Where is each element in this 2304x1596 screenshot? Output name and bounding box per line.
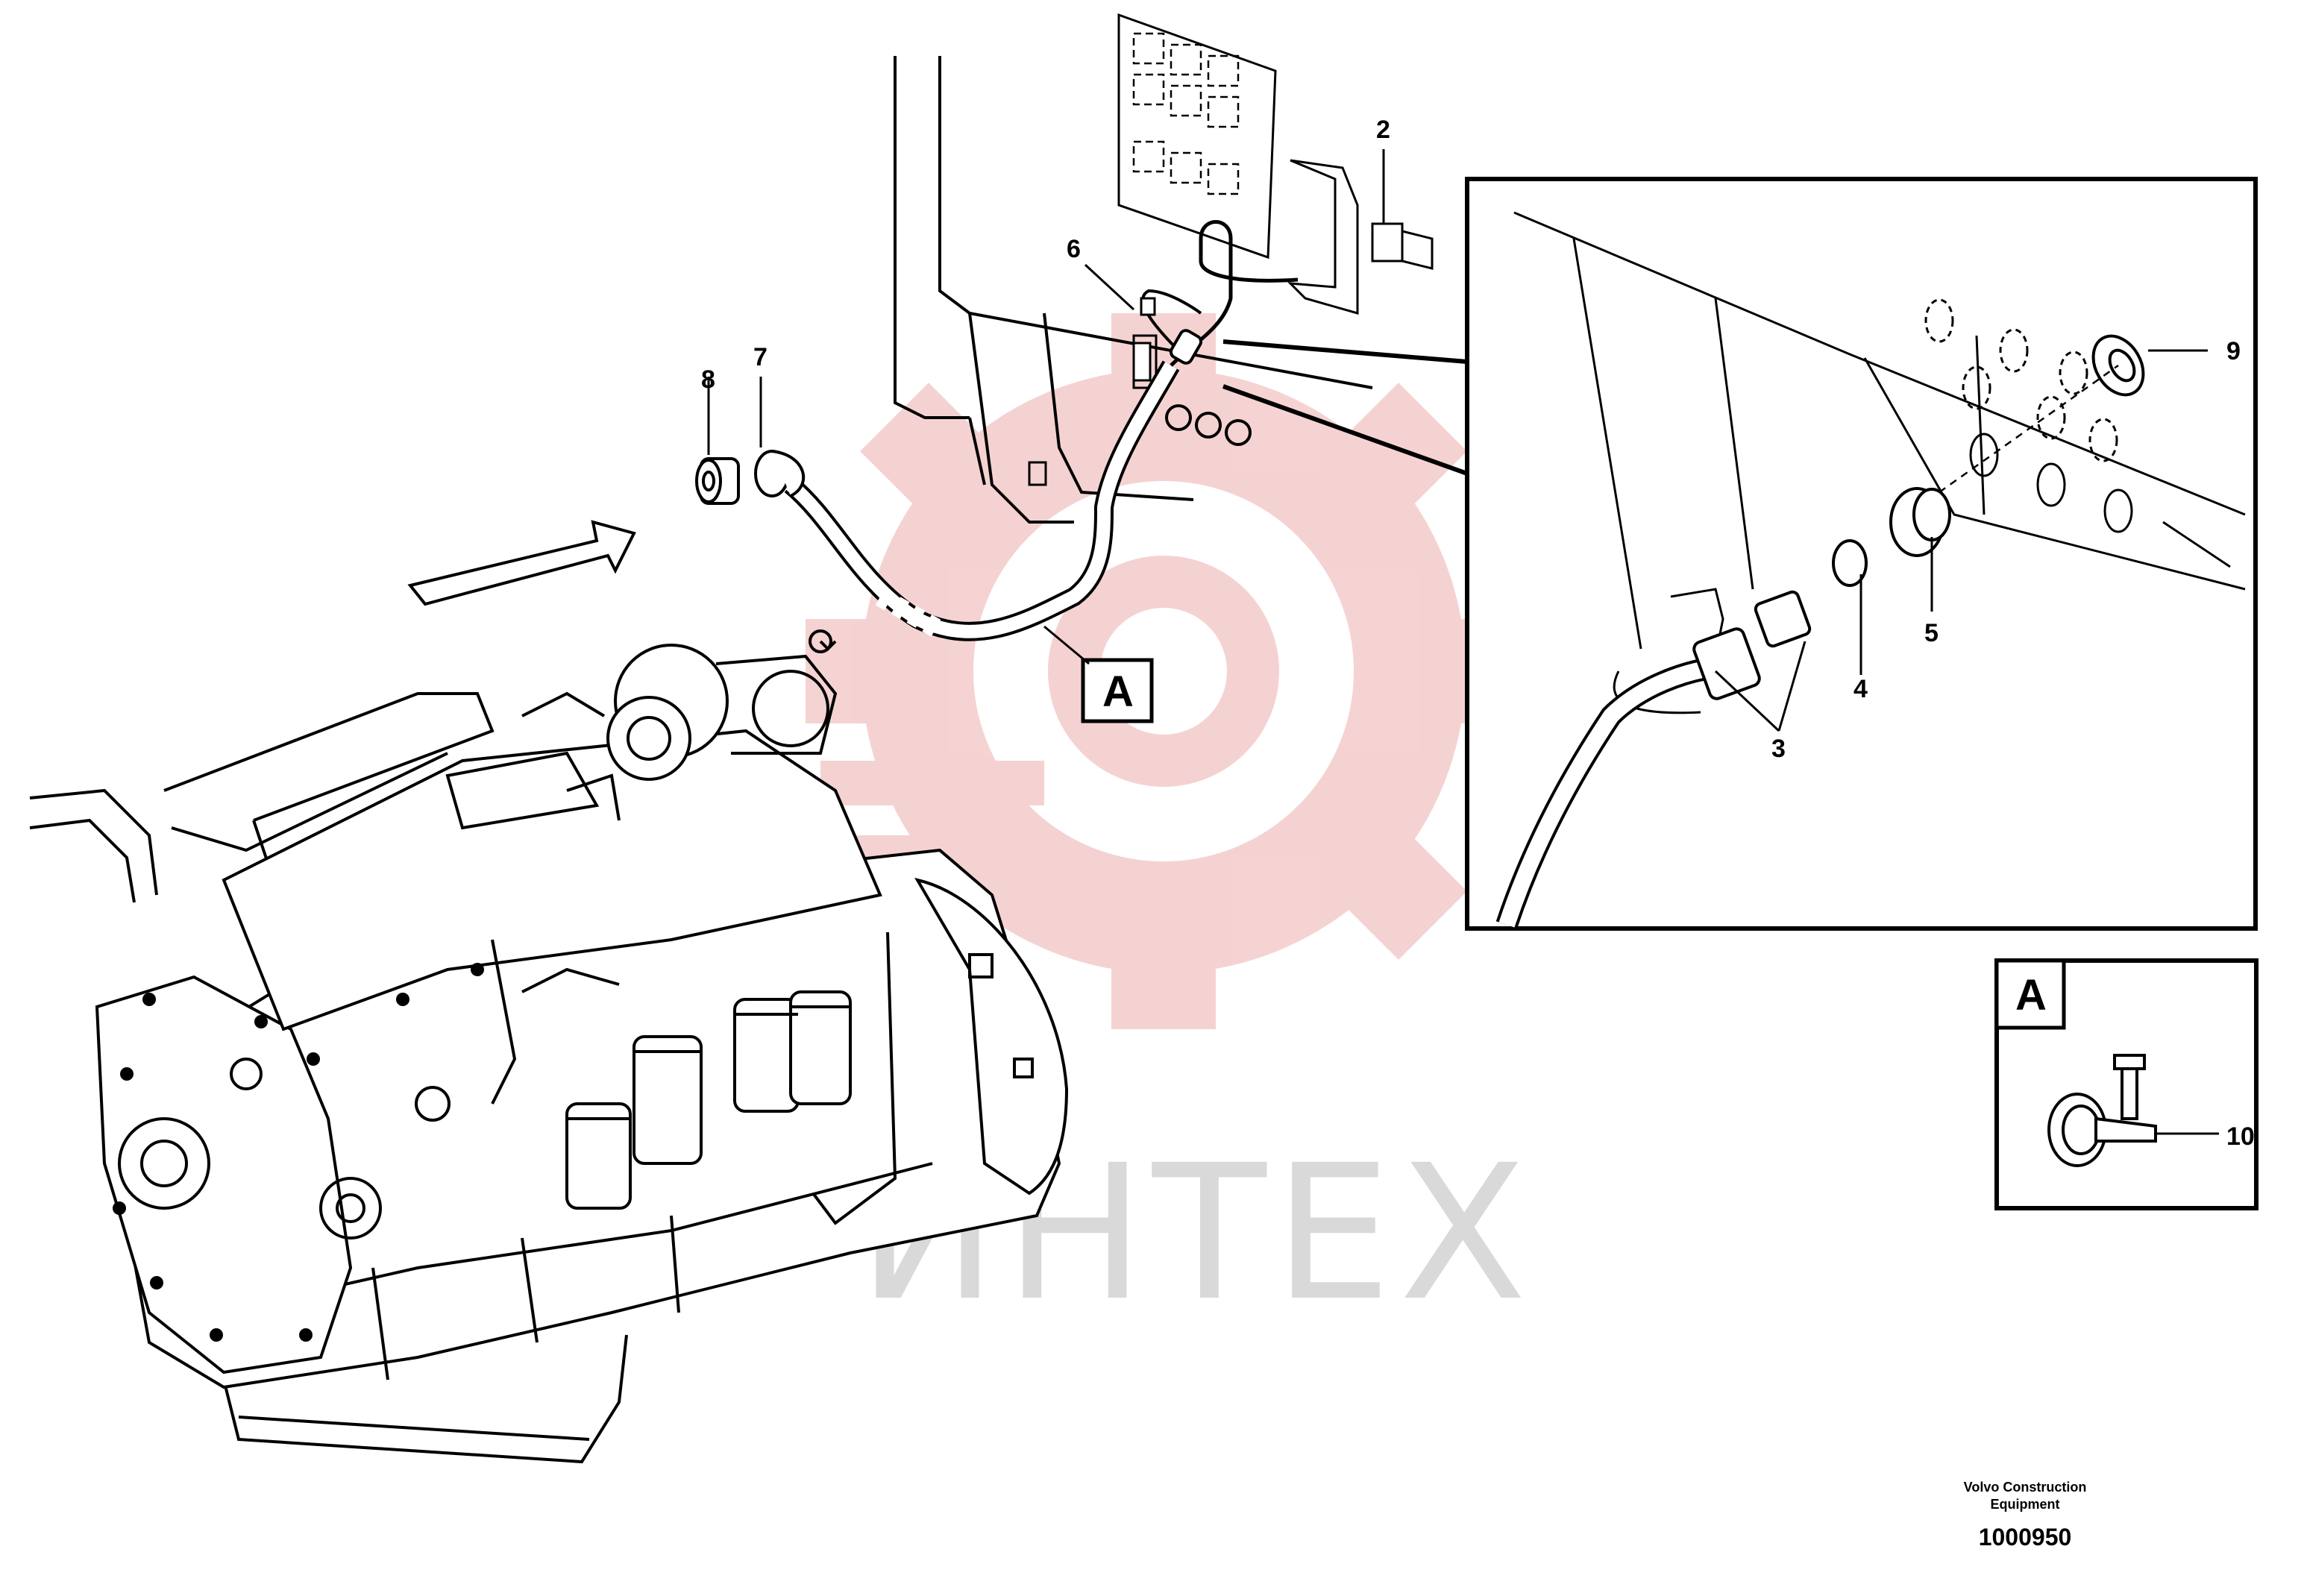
hose-assembly — [784, 220, 1299, 641]
fuse-panel — [1117, 13, 1277, 260]
detail-reference-box — [1081, 658, 1154, 723]
callout-3: 3 — [1771, 735, 1786, 763]
detail-a-inset — [1994, 958, 2259, 1210]
callout-10: 10 — [2226, 1122, 2255, 1151]
detail-reference-leader — [1043, 625, 1090, 665]
callout-4: 4 — [1853, 675, 1868, 703]
callout-7: 7 — [753, 343, 768, 371]
grommet-part-7 — [754, 450, 806, 497]
company-name-line1: Volvo Construction — [1964, 1480, 2087, 1495]
callout-5: 5 — [1924, 619, 1939, 647]
drawing-number: 1000950 — [1979, 1524, 2072, 1551]
cap-part-8 — [695, 457, 740, 505]
company-name-line2: Equipment — [1991, 1497, 2060, 1512]
callout-8: 8 — [701, 365, 715, 394]
detail-reference-label: A — [1102, 667, 1134, 716]
engine-drawing — [29, 629, 1069, 1464]
detail-view — [1222, 177, 2258, 931]
callout-leaders — [707, 149, 2219, 1135]
callout-2: 2 — [1376, 116, 1390, 144]
callout-9: 9 — [2226, 337, 2241, 365]
relay-bracket — [1287, 159, 1434, 315]
callout-6: 6 — [1067, 235, 1081, 263]
detail-a-label: A — [2015, 971, 2047, 1020]
direction-arrow — [407, 520, 636, 606]
